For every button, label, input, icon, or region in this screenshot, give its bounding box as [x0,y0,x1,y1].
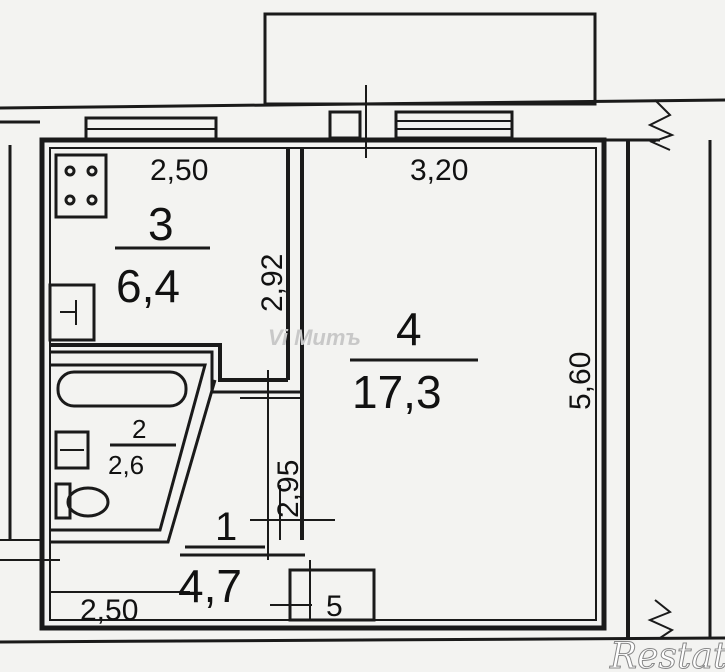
dim-room-depth: 5,60 [564,352,597,410]
toilet-tank [54,482,72,520]
room-1-area: 4,7 [178,560,242,612]
break-mark-top [647,99,675,151]
sink [54,430,90,470]
dim-hall-depth: 2,95 [272,460,305,518]
toilet-bowl [66,486,110,518]
kitchen-sink [48,283,96,342]
room-4-area: 17,3 [352,366,442,418]
building-line-bottom [0,636,725,644]
room-1-number: 1 [215,505,237,549]
balcony [263,12,597,106]
restate-logo: Restate [609,636,725,672]
bathtub [56,370,188,408]
dim-room-width: 3,20 [410,154,468,187]
dim-kitchen-width: 2,50 [150,154,208,187]
dim-kitchen-depth: 2,92 [256,254,289,312]
room-4-number: 4 [396,303,422,355]
room-2-area: 2,6 [108,450,144,480]
dim-closet: 5 [326,590,343,623]
watermark-text: Vi Митъ [268,325,361,350]
window-room [394,110,514,140]
break-mark-bottom [647,599,675,639]
room-3-number: 3 [148,198,174,250]
apartment-outline [39,137,607,631]
stove [54,153,108,219]
window-mullion [328,110,362,140]
bathroom-wall [50,363,207,532]
room-2-number: 2 [132,414,146,444]
closet [288,568,376,622]
apartment-inner-outline [49,147,597,621]
dim-hall-width: 2,50 [80,594,138,627]
room-3-area: 6,4 [116,260,180,312]
